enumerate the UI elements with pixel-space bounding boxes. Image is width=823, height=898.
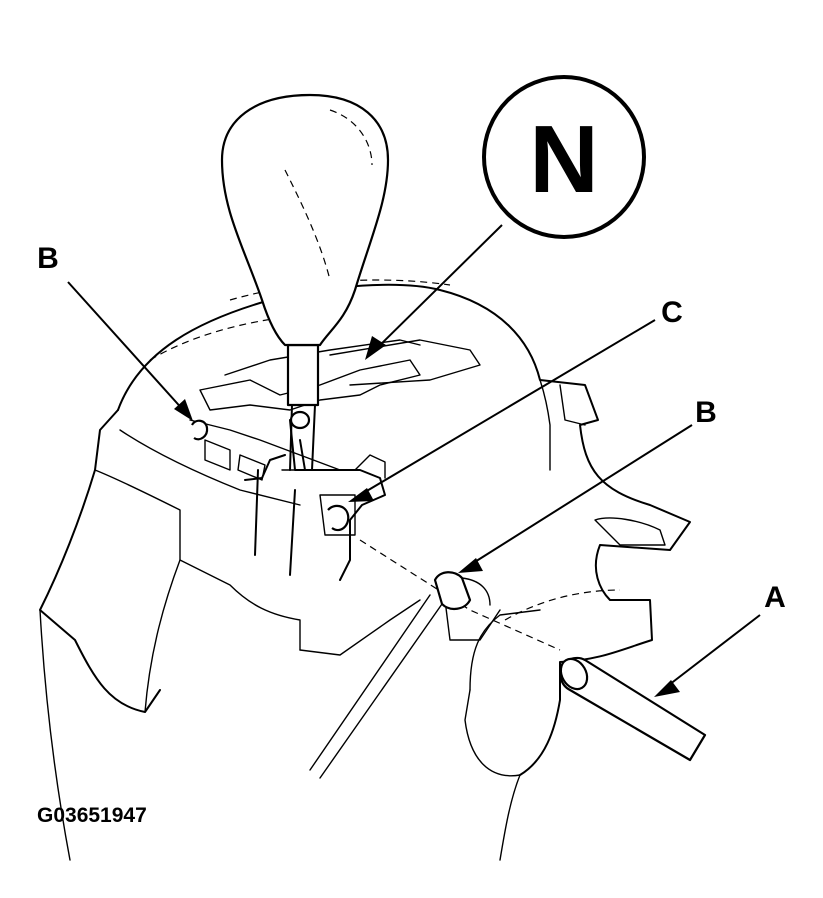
callout-a: A: [764, 581, 786, 614]
tool-a: [559, 656, 707, 762]
shaft-upper: [286, 343, 320, 407]
cable-clip-b: [309, 571, 491, 779]
position-symbol: N: [529, 106, 598, 213]
lever-boot: [244, 419, 386, 581]
callout-c: C: [661, 296, 683, 329]
figure-id: G03651947: [37, 804, 147, 827]
callout-b-right: B: [695, 396, 717, 429]
shift-lever-shaft: [286, 343, 320, 471]
shaft-joint: [289, 410, 311, 430]
n-circle: [482, 75, 646, 239]
leader-b-right: [458, 424, 693, 573]
leader-a: [654, 614, 761, 697]
leader-c: [348, 319, 656, 502]
console-housing: [39, 279, 691, 861]
neutral-position-indicator: N: [482, 75, 646, 239]
lever-clip-c: [327, 504, 350, 532]
shift-knob: [220, 93, 390, 347]
callout-b-left: B: [37, 242, 59, 275]
leader-n: [365, 224, 503, 360]
housing-clip-b: [191, 419, 209, 441]
leader-b-left: [67, 281, 193, 421]
shift-gate: [189, 339, 481, 481]
